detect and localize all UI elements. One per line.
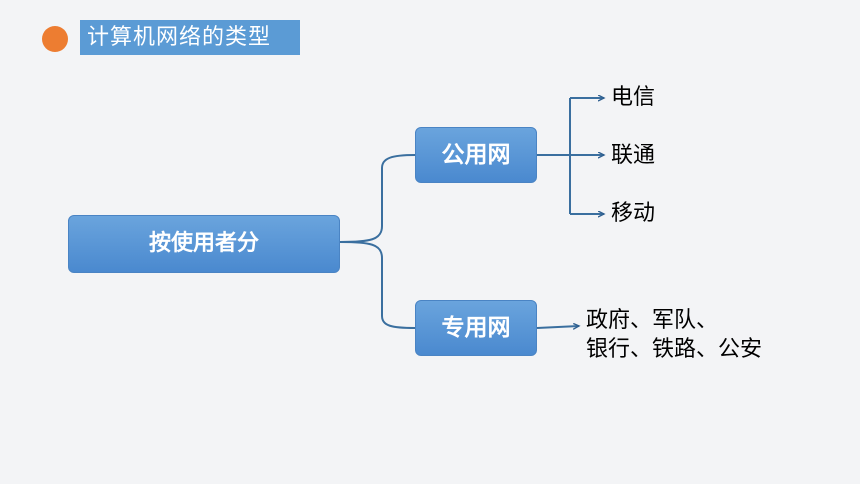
leaf-private-line-1: 政府、军队、 xyxy=(586,308,719,333)
leaf-private-users: 政府、军队、 银行、铁路、公安 xyxy=(586,306,762,364)
leaf-mobile: 移动 xyxy=(611,201,656,226)
section-title: 计算机网络的类型 xyxy=(80,20,300,55)
leaf-telecom: 电信 xyxy=(611,85,656,110)
bullet-dot xyxy=(42,26,68,52)
edge-root-private xyxy=(339,241,416,329)
leaf-unicom: 联通 xyxy=(611,143,656,168)
root-node: 按使用者分 xyxy=(68,215,340,273)
leaf-private-line-2: 银行、铁路、公安 xyxy=(586,337,763,362)
edge-root-public xyxy=(339,154,416,243)
edge-to-private-users xyxy=(536,326,579,328)
branch-node-public: 公用网 xyxy=(415,127,537,183)
branch-node-private: 专用网 xyxy=(415,300,537,356)
